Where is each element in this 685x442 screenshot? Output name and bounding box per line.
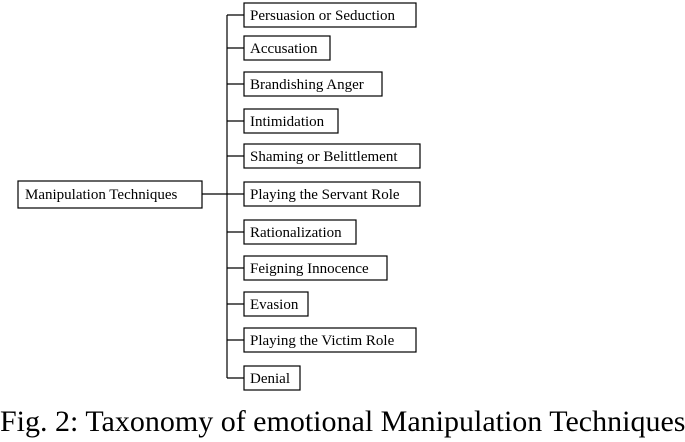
child-node-box xyxy=(243,181,421,207)
child-node-label: Shaming or Belittlement xyxy=(250,149,398,165)
child-node-label: Rationalization xyxy=(250,225,342,241)
child-node-box xyxy=(243,291,309,317)
child-node-denial: Denial xyxy=(243,365,301,391)
child-node-persuasion: Persuasion or Seduction xyxy=(243,2,417,28)
child-node-box xyxy=(243,219,357,245)
child-node-label: Playing the Servant Role xyxy=(250,187,400,203)
root-node: Manipulation Techniques xyxy=(17,180,203,209)
child-node-label: Accusation xyxy=(250,41,318,57)
child-node-box xyxy=(243,143,421,169)
child-node-intimidation: Intimidation xyxy=(243,108,339,134)
child-node-anger: Brandishing Anger xyxy=(243,71,383,97)
child-node-accusation: Accusation xyxy=(243,35,331,61)
child-node-victim: Playing the Victim Role xyxy=(243,327,417,353)
child-node-box xyxy=(243,35,331,61)
child-node-box xyxy=(243,327,417,353)
child-node-label: Playing the Victim Role xyxy=(250,333,395,349)
figure-caption: Fig. 2: Taxonomy of emotional Manipulati… xyxy=(0,405,685,438)
child-node-box xyxy=(243,255,388,281)
child-node-label: Denial xyxy=(250,371,290,387)
root-node-box xyxy=(17,180,203,209)
child-node-rationalization: Rationalization xyxy=(243,219,357,245)
child-node-servant: Playing the Servant Role xyxy=(243,181,421,207)
child-node-box xyxy=(243,108,339,134)
connector-layer xyxy=(202,14,246,379)
child-node-label: Brandishing Anger xyxy=(250,77,364,93)
manipulation-techniques-diagram: Manipulation Techniques Persuasion or Se… xyxy=(17,2,421,391)
child-node-box xyxy=(243,2,417,28)
child-node-box xyxy=(243,365,301,391)
child-node-label: Evasion xyxy=(250,297,299,313)
root-node-label: Manipulation Techniques xyxy=(25,187,178,203)
child-node-feigning: Feigning Innocence xyxy=(243,255,388,281)
child-node-shaming: Shaming or Belittlement xyxy=(243,143,421,169)
child-node-label: Persuasion or Seduction xyxy=(250,8,395,24)
child-node-evasion: Evasion xyxy=(243,291,309,317)
child-node-box xyxy=(243,71,383,97)
child-node-label: Intimidation xyxy=(250,114,325,130)
child-node-label: Feigning Innocence xyxy=(250,261,369,277)
